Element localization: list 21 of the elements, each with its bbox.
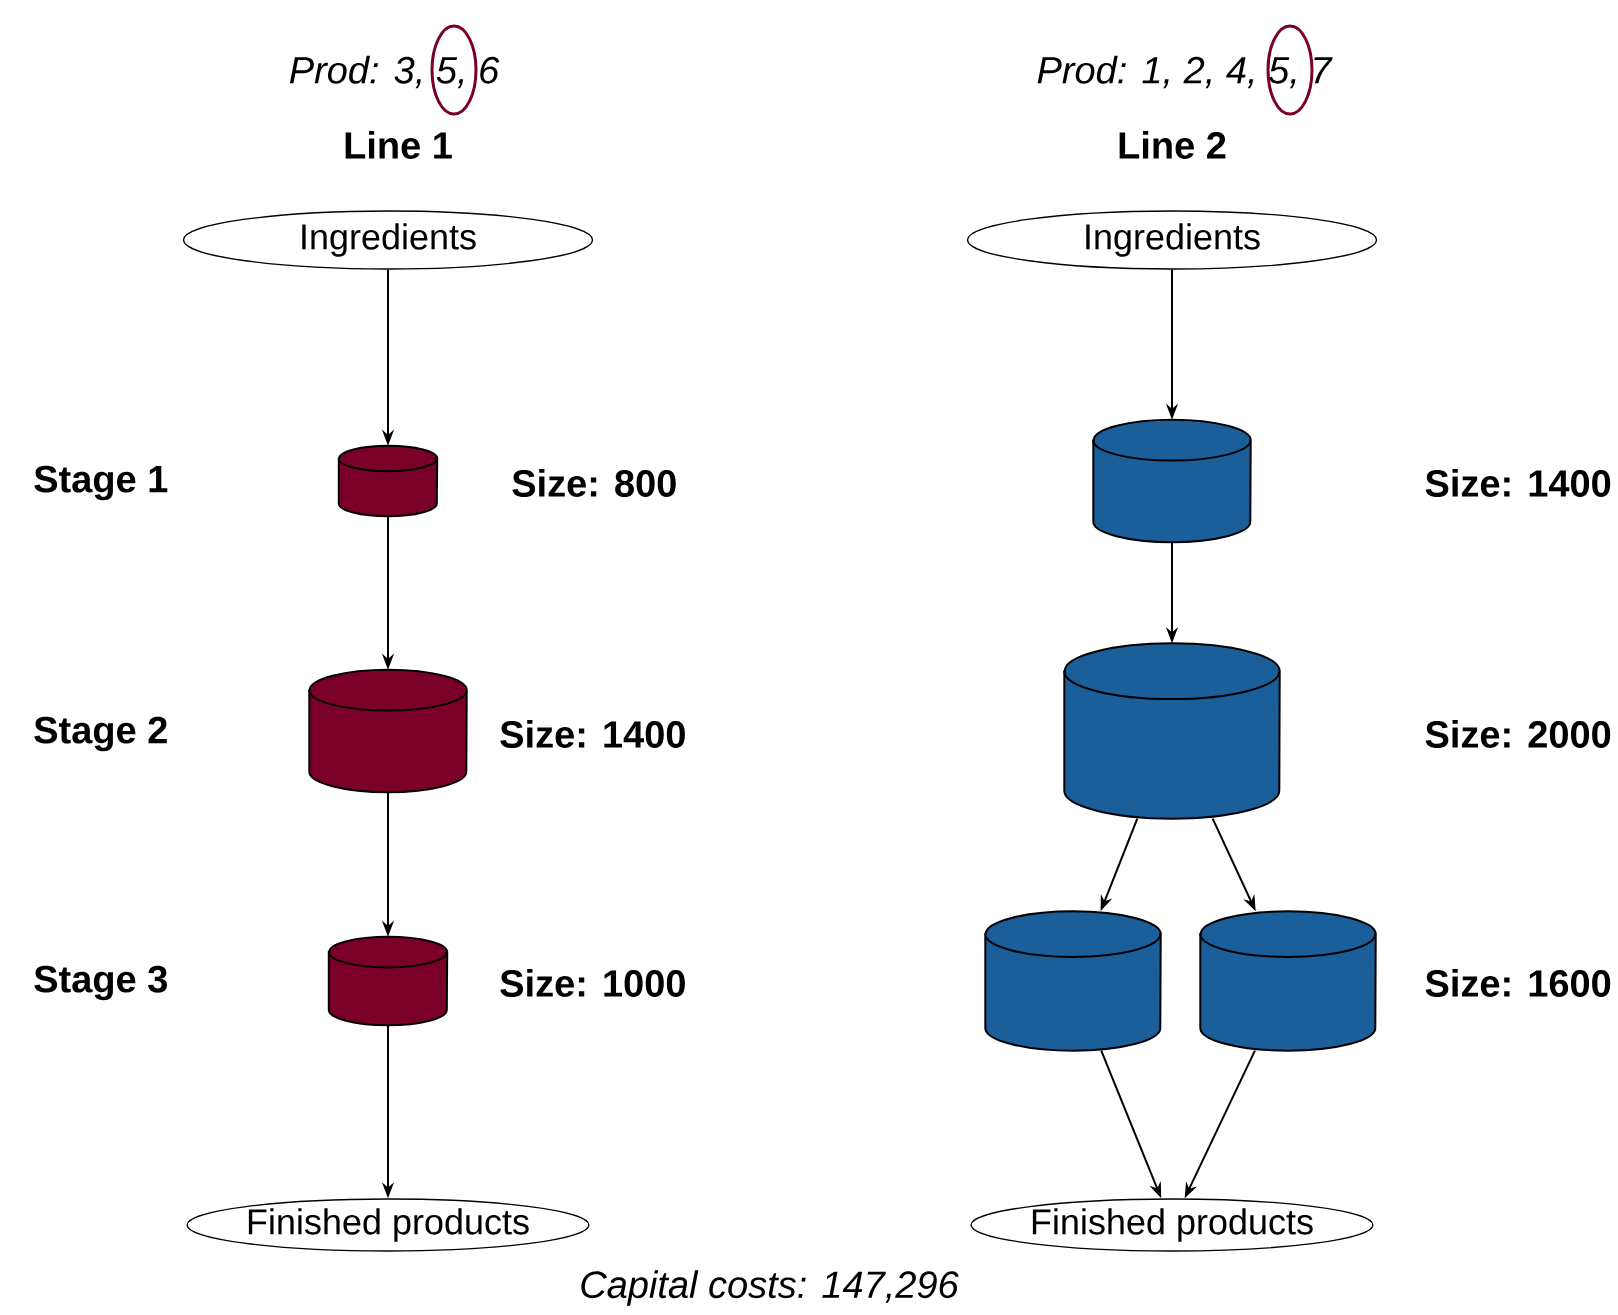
caption-text: Capital costs: 147,296 bbox=[581, 1270, 959, 1306]
caption-text: Prod: 3, 5, 6 bbox=[289, 55, 500, 89]
tank-cylinder bbox=[327, 935, 449, 1027]
ellipse-node: Finished products bbox=[970, 1198, 1374, 1252]
tank-cylinder bbox=[1199, 910, 1377, 1052]
heading-label: Line 2 bbox=[1119, 131, 1226, 159]
tank-cylinder bbox=[1092, 418, 1252, 544]
ellipse-node: Finished products bbox=[186, 1198, 590, 1252]
tank-cylinder bbox=[308, 668, 468, 794]
ellipse-node: Ingredients bbox=[966, 210, 1378, 270]
tank-cylinder bbox=[337, 444, 439, 518]
ellipse-node: Ingredients bbox=[182, 210, 594, 270]
heading-label: Stage 3 bbox=[34, 965, 167, 1001]
heading-label: Line 1 bbox=[345, 131, 452, 159]
tank-cylinder bbox=[1063, 642, 1281, 820]
caption-text: Prod: 1, 2, 4, 5, 7 bbox=[1037, 55, 1333, 89]
heading-label: Stage 2 bbox=[34, 716, 167, 752]
heading-label: Size: 1400 bbox=[1425, 469, 1611, 497]
tank-cylinder bbox=[984, 910, 1162, 1052]
heading-label: Size: 2000 bbox=[1425, 720, 1611, 748]
heading-label: Stage 1 bbox=[34, 465, 168, 501]
